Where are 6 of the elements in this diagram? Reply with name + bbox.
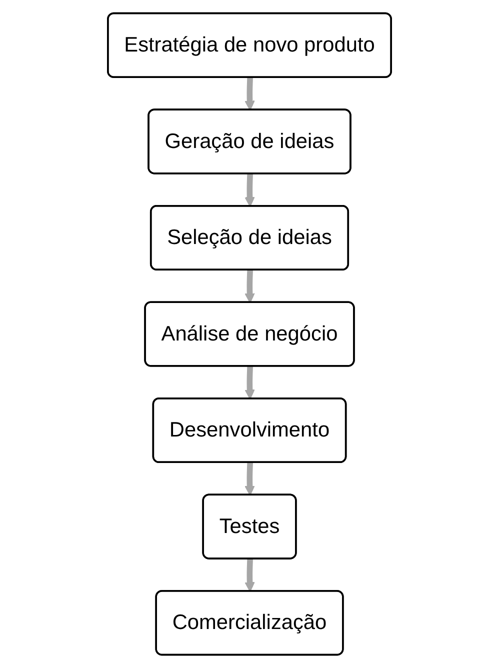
arrow <box>244 462 255 496</box>
arrow <box>244 366 255 400</box>
arrow <box>244 270 255 304</box>
arrow <box>244 77 255 111</box>
arrow <box>244 174 255 207</box>
arrow <box>244 558 255 592</box>
